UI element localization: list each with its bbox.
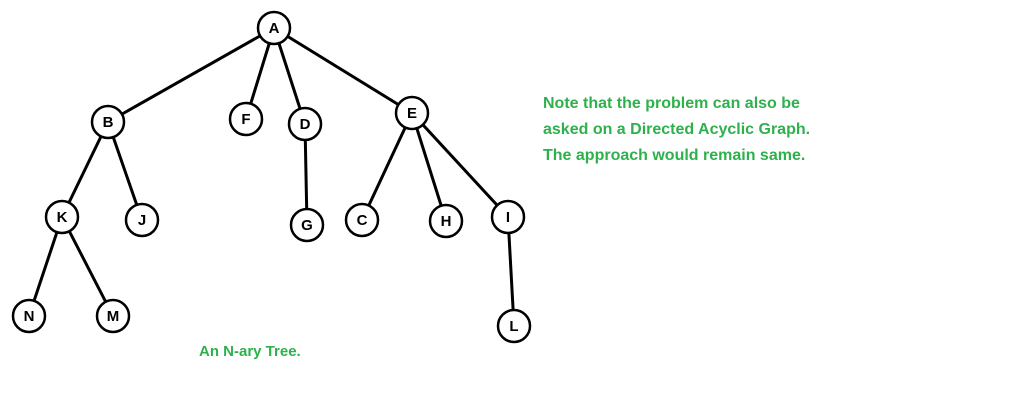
tree-node-l: L [496, 308, 532, 344]
node-circle [256, 10, 292, 46]
nodes-layer: A B F D E K J G C H I N M L [11, 10, 532, 344]
node-circle [490, 199, 526, 235]
node-label: N [24, 308, 35, 325]
node-label: F [241, 111, 250, 128]
edges-layer [27, 26, 516, 328]
node-circle [124, 202, 160, 238]
node-label: I [506, 209, 510, 226]
node-circle [428, 203, 464, 239]
tree-node-i: I [490, 199, 526, 235]
node-label: J [138, 212, 146, 229]
tree-edge-k-n [27, 215, 64, 318]
tree-node-n: N [11, 298, 47, 334]
node-label: G [301, 217, 313, 234]
note-line: asked on a Directed Acyclic Graph. [543, 121, 811, 138]
tree-node-a: A [256, 10, 292, 46]
tree-node-b: B [90, 104, 126, 140]
node-circle [289, 207, 325, 243]
node-circle [344, 202, 380, 238]
tree-edge-a-b [106, 26, 276, 124]
node-label: A [269, 20, 280, 37]
tree-edge-e-h [410, 111, 448, 223]
note-line: The approach would remain same. [543, 147, 806, 164]
node-label: B [103, 114, 114, 131]
tree-edge-i-l [506, 215, 516, 328]
node-circle [44, 199, 80, 235]
tree-node-h: H [428, 203, 464, 239]
tree-node-g: G [289, 207, 325, 243]
node-circle [287, 106, 323, 142]
node-label: M [107, 308, 120, 325]
tree-edge-b-j [106, 120, 144, 222]
node-circle [496, 308, 532, 344]
node-label: H [441, 213, 452, 230]
tree-edge-k-m [60, 215, 115, 318]
diagram-caption: An N-ary Tree. [199, 343, 301, 360]
tree-node-j: J [124, 202, 160, 238]
node-label: D [300, 116, 311, 133]
note-line: Note that the problem can also be [543, 95, 800, 112]
node-label: K [57, 209, 68, 226]
node-circle [11, 298, 47, 334]
tree-edge-e-i [410, 111, 510, 219]
node-label: C [357, 212, 368, 229]
tree-edge-e-c [360, 111, 414, 222]
tree-node-c: C [344, 202, 380, 238]
node-circle [394, 95, 430, 131]
tree-node-k: K [44, 199, 80, 235]
tree-node-f: F [228, 101, 264, 137]
tree-node-d: D [287, 106, 323, 142]
tree-edge-b-k [60, 120, 110, 219]
node-circle [95, 298, 131, 334]
node-circle [90, 104, 126, 140]
tree-edge-a-e [272, 26, 414, 115]
note-text: Note that the problem can also be asked … [543, 91, 810, 169]
tree-node-e: E [394, 95, 430, 131]
node-label: E [407, 105, 417, 122]
tree-node-m: M [95, 298, 131, 334]
node-circle [228, 101, 264, 137]
node-label: L [509, 318, 518, 335]
